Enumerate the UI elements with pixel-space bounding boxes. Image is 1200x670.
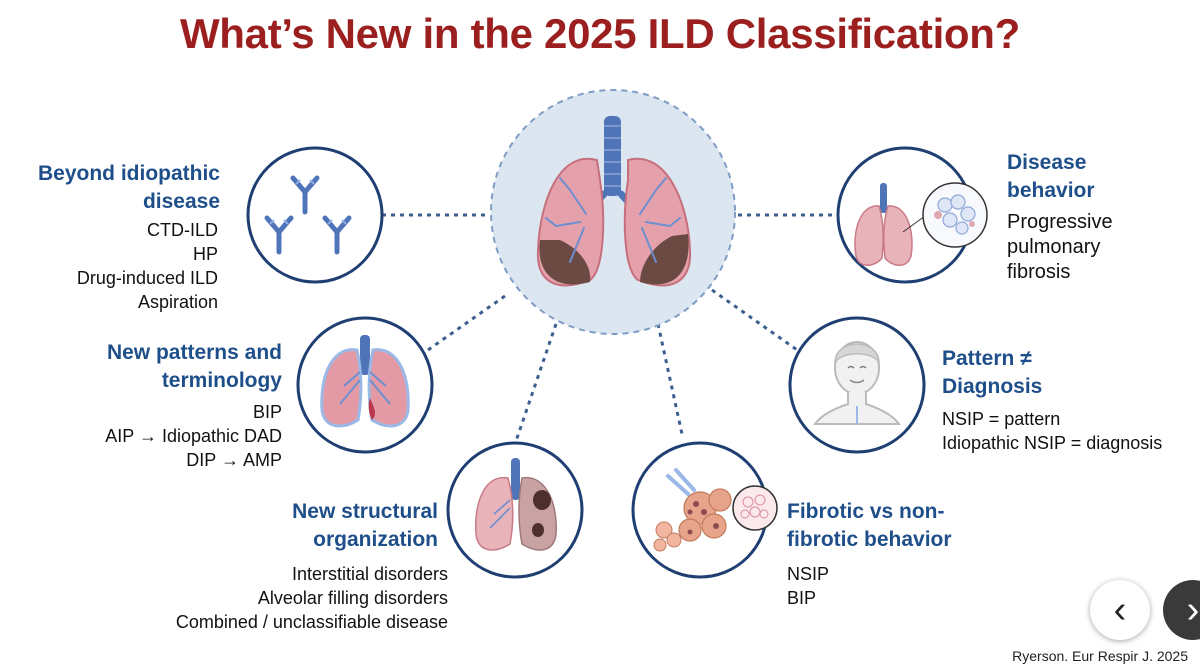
list-item: pulmonary: [1007, 236, 1101, 258]
patterns-heading-line2: terminology: [161, 369, 282, 392]
fibrotic-list: NSIP BIP: [787, 562, 987, 610]
pattern-lungs-figure: [296, 316, 434, 454]
structural-heading-line1: New structural: [292, 500, 438, 523]
alveoli-figure: [631, 441, 778, 579]
behavior-list: Progressive pulmonary fibrosis: [1007, 210, 1187, 285]
previous-slide-button[interactable]: ‹: [1090, 580, 1150, 640]
structural-lungs-figure: [446, 441, 584, 579]
connector-fibrotic: [656, 323, 684, 435]
patterns-list: BIP AIP → Idiopathic DAD DIP → AMP: [40, 400, 282, 472]
list-item: DIP → AMP: [186, 450, 282, 470]
patient-figure: [788, 316, 926, 454]
list-item: BIP: [787, 588, 817, 608]
patterns-heading: New patterns and terminology: [40, 339, 282, 395]
behavior-heading-line1: Disease: [1007, 151, 1087, 174]
connector-pattern-dx: [711, 288, 801, 354]
pattern-dx-heading-line2: Diagnosis: [942, 375, 1043, 398]
structural-list: Interstitial disorders Alveolar filling …: [100, 562, 448, 634]
list-item: BIP: [252, 402, 282, 422]
slide-title: What’s New in the 2025 ILD Classificatio…: [179, 10, 1021, 57]
list-item: Combined / unclassifiable disease: [175, 612, 448, 632]
structural-heading: New structural organization: [160, 498, 438, 554]
list-item: NSIP: [787, 564, 830, 584]
list-item: fibrosis: [1007, 261, 1071, 283]
fibrotic-heading-line1: Fibrotic vs non-: [787, 500, 945, 523]
list-item: Idiopathic NSIP = diagnosis: [942, 433, 1163, 453]
connector-structural: [513, 323, 558, 445]
pattern-dx-list: NSIP = pattern Idiopathic NSIP = diagnos…: [942, 407, 1192, 455]
fibrotic-heading: Fibrotic vs non- fibrotic behavior: [787, 498, 1007, 554]
beyond-heading-line1: Beyond idiopathic: [37, 162, 220, 185]
list-item: HP: [192, 244, 218, 264]
beyond-heading: Beyond idiopathic disease: [20, 160, 220, 216]
list-item: Aspiration: [137, 292, 218, 312]
fibrosis-lung-figure: [836, 146, 988, 284]
antibody-figure: [246, 146, 384, 284]
citation: Ryerson. Eur Respir J. 2025: [1012, 648, 1188, 664]
patterns-heading-line1: New patterns and: [106, 341, 282, 364]
pattern-dx-heading-line1: Pattern ≠: [942, 347, 1032, 370]
chevron-left-icon: ‹: [1113, 588, 1127, 631]
behavior-heading-line2: behavior: [1007, 179, 1095, 202]
behavior-heading: Disease behavior: [1007, 149, 1187, 205]
connector-patterns: [427, 294, 506, 352]
chevron-right-icon: ›: [1186, 588, 1200, 631]
next-slide-button[interactable]: ›: [1163, 580, 1200, 640]
list-item: CTD-ILD: [147, 220, 218, 240]
connectors: [382, 213, 838, 445]
center-lungs-figure: [490, 89, 736, 335]
fibrotic-heading-line2: fibrotic behavior: [787, 528, 952, 551]
beyond-list: CTD-ILD HP Drug-induced ILD Aspiration: [20, 218, 218, 314]
structural-heading-line2: organization: [313, 528, 438, 551]
list-item: Progressive: [1007, 211, 1113, 233]
pattern-dx-heading: Pattern ≠ Diagnosis: [942, 345, 1142, 401]
list-item: Drug-induced ILD: [76, 268, 218, 288]
list-item: Interstitial disorders: [291, 564, 448, 584]
list-item: NSIP = pattern: [942, 409, 1061, 429]
list-item: Alveolar filling disorders: [257, 588, 448, 608]
beyond-heading-line2: disease: [142, 190, 220, 213]
list-item: AIP → Idiopathic DAD: [105, 426, 282, 446]
